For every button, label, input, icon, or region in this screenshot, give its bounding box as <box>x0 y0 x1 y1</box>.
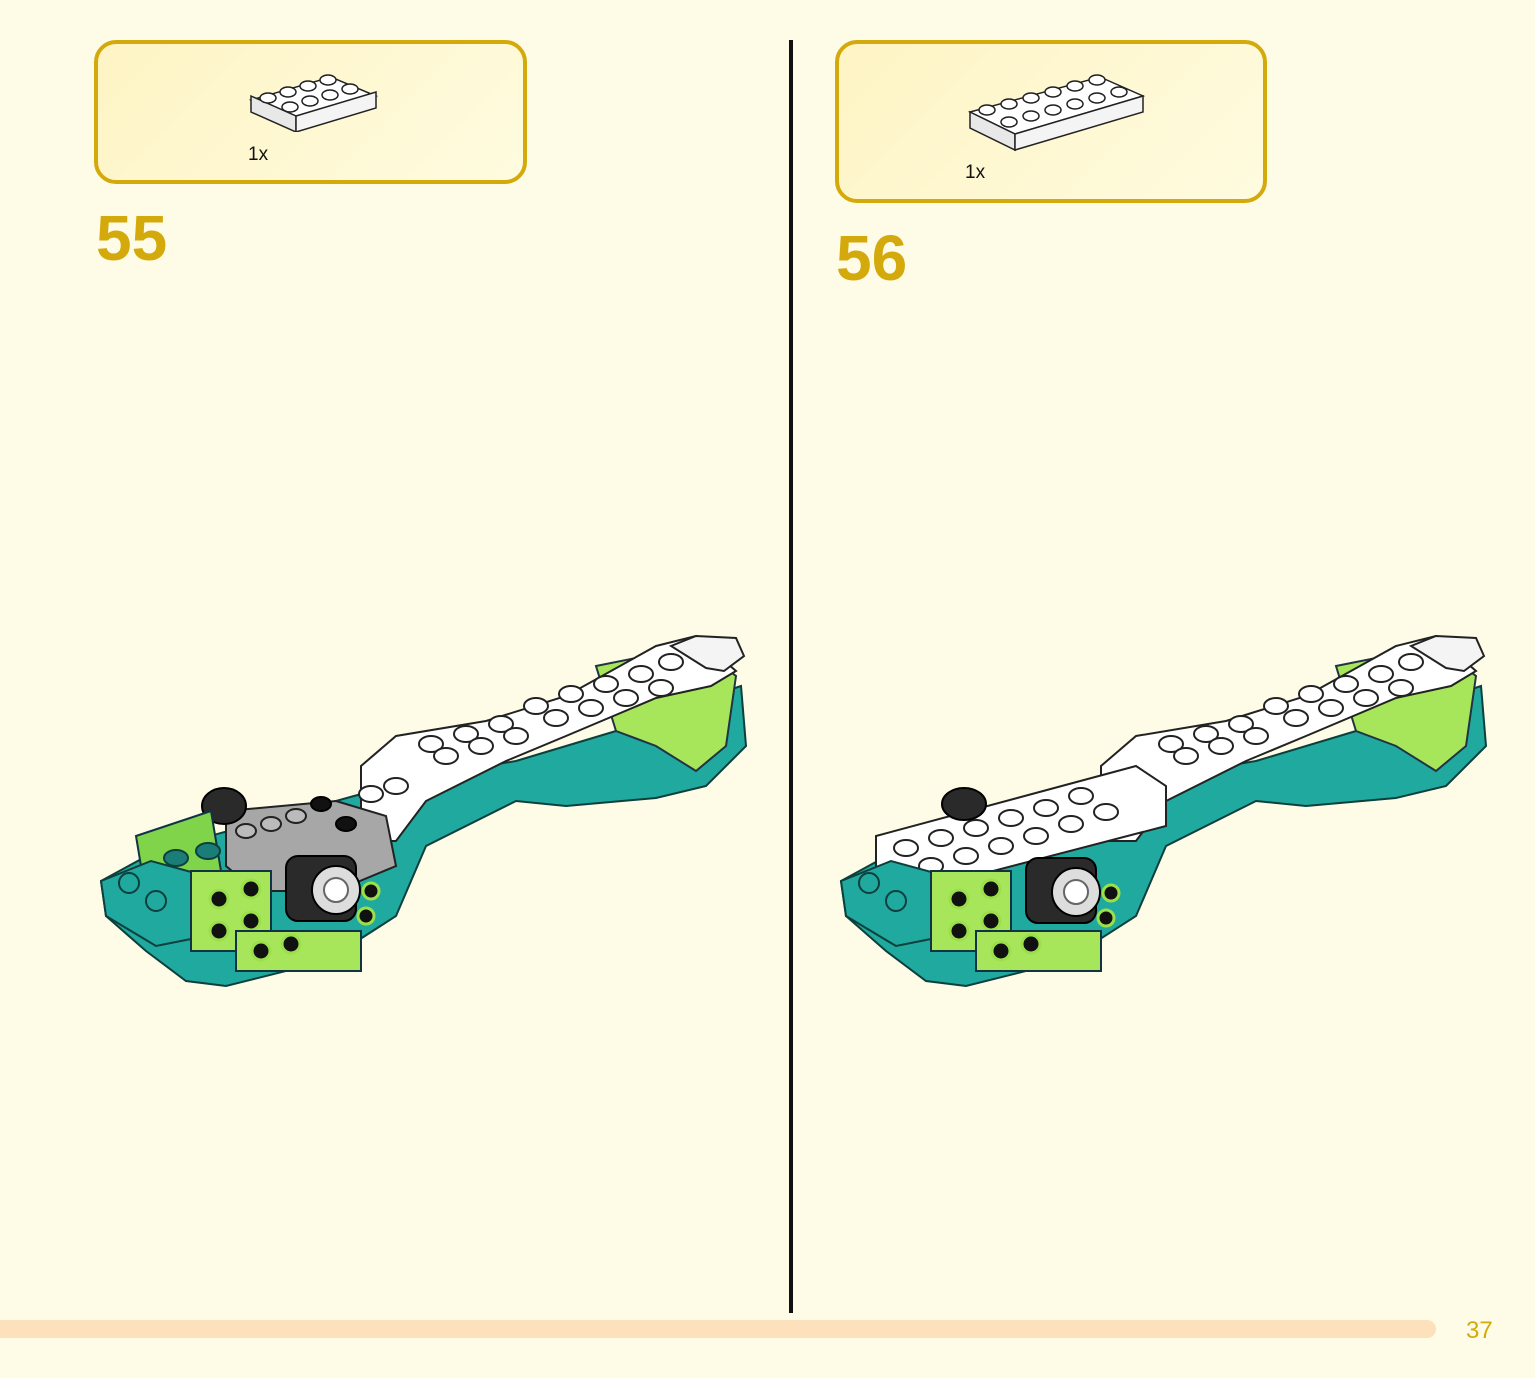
step-number: 55 <box>96 202 168 274</box>
panel-divider <box>789 40 793 1313</box>
step-number: 56 <box>836 222 908 294</box>
part-quantity: 1x <box>965 162 986 183</box>
step-56-panel: 1x 56 <box>794 0 1535 1378</box>
model-assembly-illustration <box>839 634 1488 988</box>
step-55-panel: 1x 55 <box>94 40 748 988</box>
part-quantity: 1x <box>248 144 269 165</box>
parts-callout-box: 1x <box>94 40 527 184</box>
model-assembly-illustration <box>99 634 748 988</box>
parts-callout-box: 1x <box>835 40 1267 203</box>
white-plate-2x4-icon <box>248 74 379 132</box>
page-number: 37 <box>1466 1317 1493 1344</box>
white-plate-2x6-icon <box>967 74 1146 152</box>
page-progress-bar <box>0 1320 1436 1338</box>
